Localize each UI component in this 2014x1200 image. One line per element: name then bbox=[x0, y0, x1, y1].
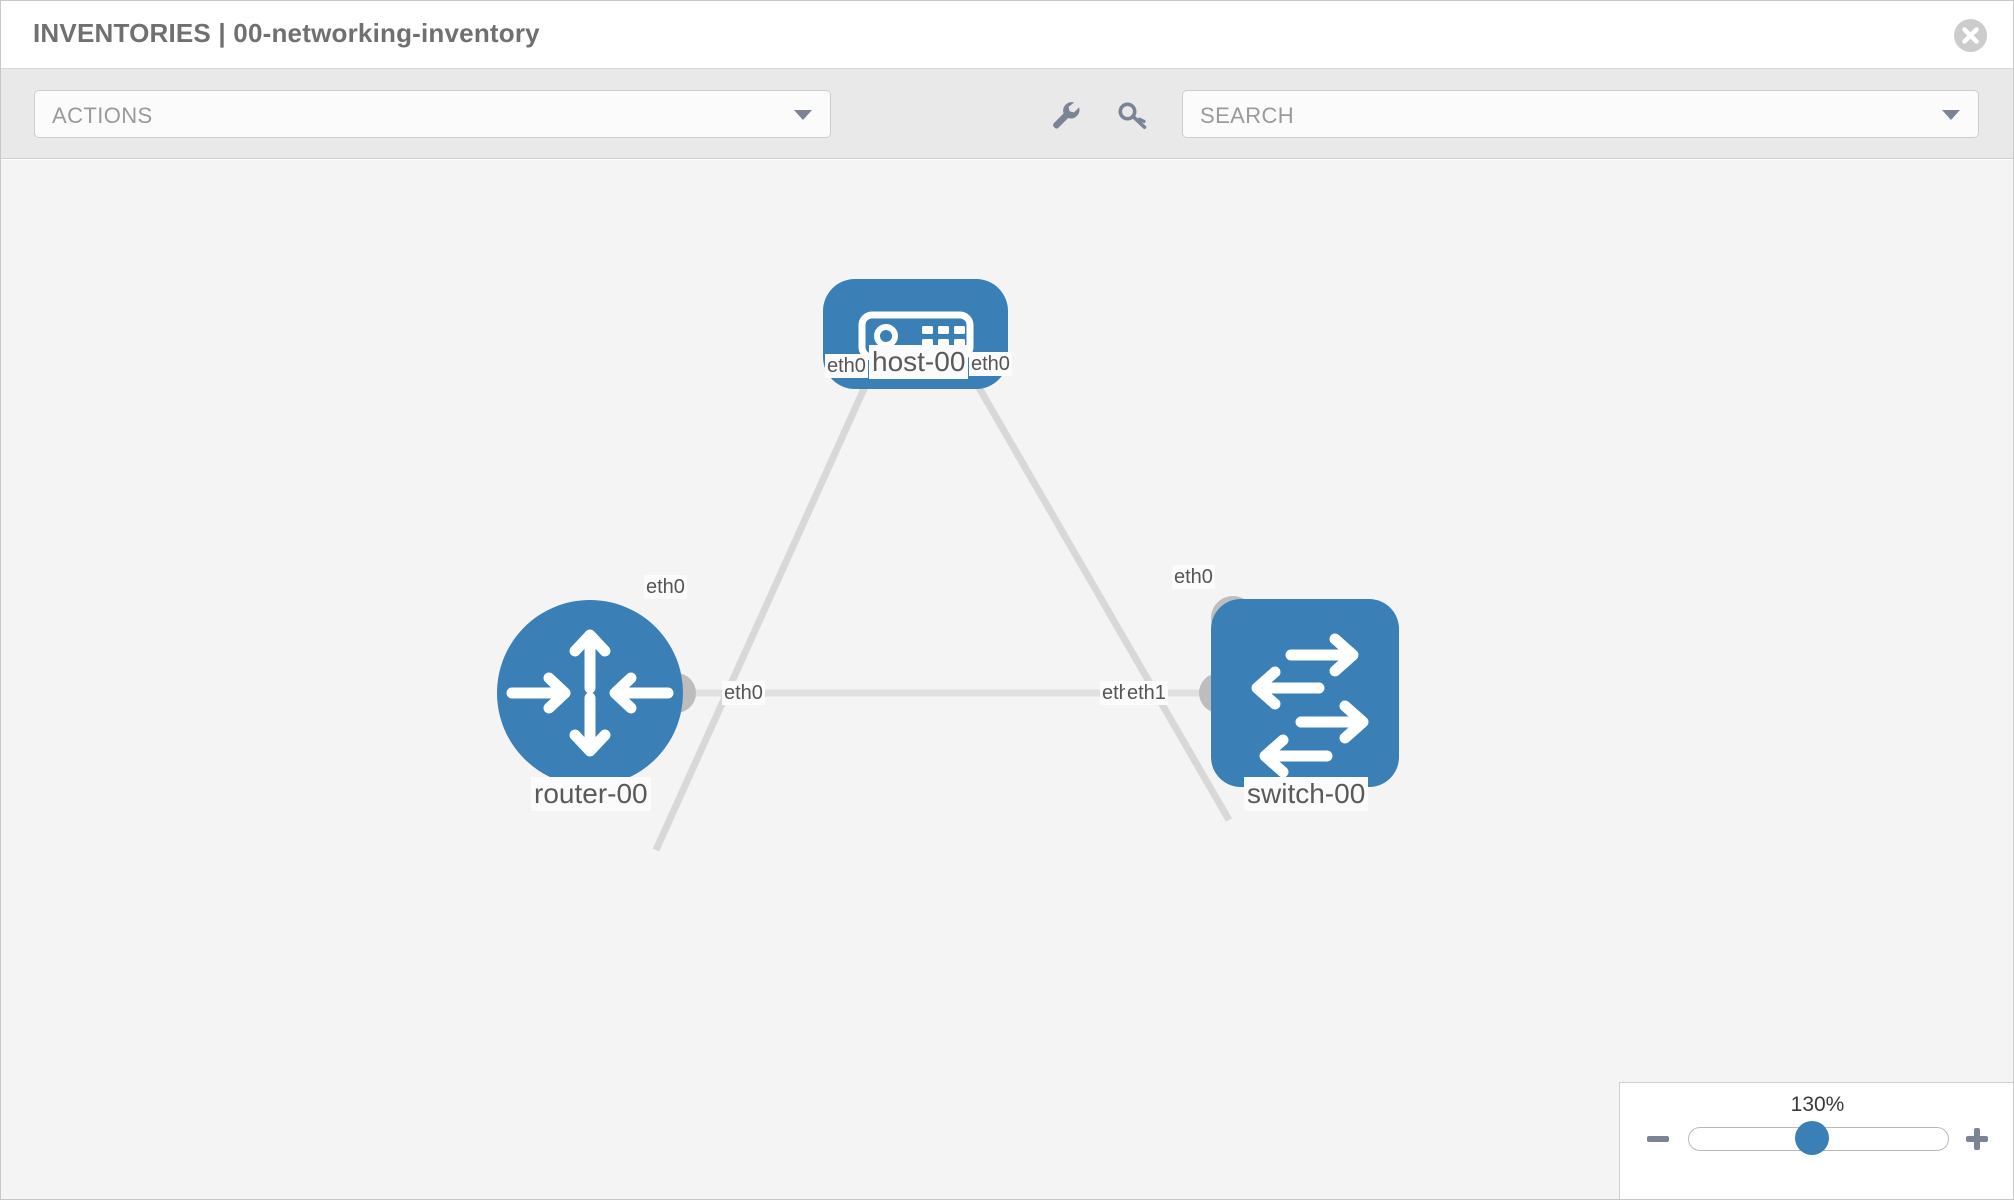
port-label-router-right: eth0 bbox=[722, 681, 765, 705]
edge-host-router bbox=[652, 358, 881, 852]
edge-layer bbox=[652, 358, 1233, 852]
key-icon[interactable] bbox=[1115, 97, 1151, 133]
plus-icon[interactable] bbox=[1964, 1126, 1990, 1152]
actions-dropdown-label: ACTIONS bbox=[52, 103, 153, 128]
page-header: INVENTORIES | 00-networking-inventory bbox=[1, 1, 2013, 69]
search-input[interactable]: SEARCH bbox=[1182, 90, 1979, 138]
router-arrows-icon bbox=[506, 629, 674, 757]
chevron-down-icon[interactable] bbox=[1942, 110, 1960, 120]
port-label-switch-up: eth0 bbox=[1172, 565, 1215, 589]
node-label-host: host-00 bbox=[869, 345, 969, 379]
port-label-host-left: eth0 bbox=[825, 354, 868, 378]
port-label-switch-left: eth1 bbox=[1125, 681, 1168, 705]
topology-canvas[interactable]: host-00 router-00 switch-00 eth0 eth0 et… bbox=[1, 160, 2013, 1199]
actions-dropdown[interactable]: ACTIONS bbox=[34, 90, 831, 138]
node-label-router: router-00 bbox=[531, 777, 651, 811]
zoom-slider-thumb[interactable] bbox=[1795, 1121, 1829, 1155]
toolbar: ACTIONS SEARCH bbox=[1, 69, 2013, 159]
zoom-level-value: 130% bbox=[1790, 1093, 1845, 1116]
edge-host-switch bbox=[959, 358, 1233, 822]
switch-arrows-icon bbox=[1251, 633, 1369, 778]
topology-graph bbox=[497, 279, 1399, 852]
zoom-control-panel: 130% bbox=[1619, 1082, 2013, 1199]
minus-icon[interactable] bbox=[1645, 1126, 1671, 1152]
node-router-00[interactable] bbox=[497, 600, 683, 786]
close-icon[interactable] bbox=[1954, 19, 1987, 52]
chevron-down-icon bbox=[794, 110, 812, 120]
search-placeholder: SEARCH bbox=[1200, 103, 1295, 128]
port-label-host-right: eth0 bbox=[969, 352, 1012, 376]
node-switch-00[interactable] bbox=[1211, 599, 1399, 787]
page-title: INVENTORIES | 00-networking-inventory bbox=[33, 18, 540, 48]
port-label-router-up: eth0 bbox=[644, 575, 687, 599]
wrench-icon[interactable] bbox=[1048, 97, 1084, 133]
node-label-switch: switch-00 bbox=[1244, 777, 1369, 811]
